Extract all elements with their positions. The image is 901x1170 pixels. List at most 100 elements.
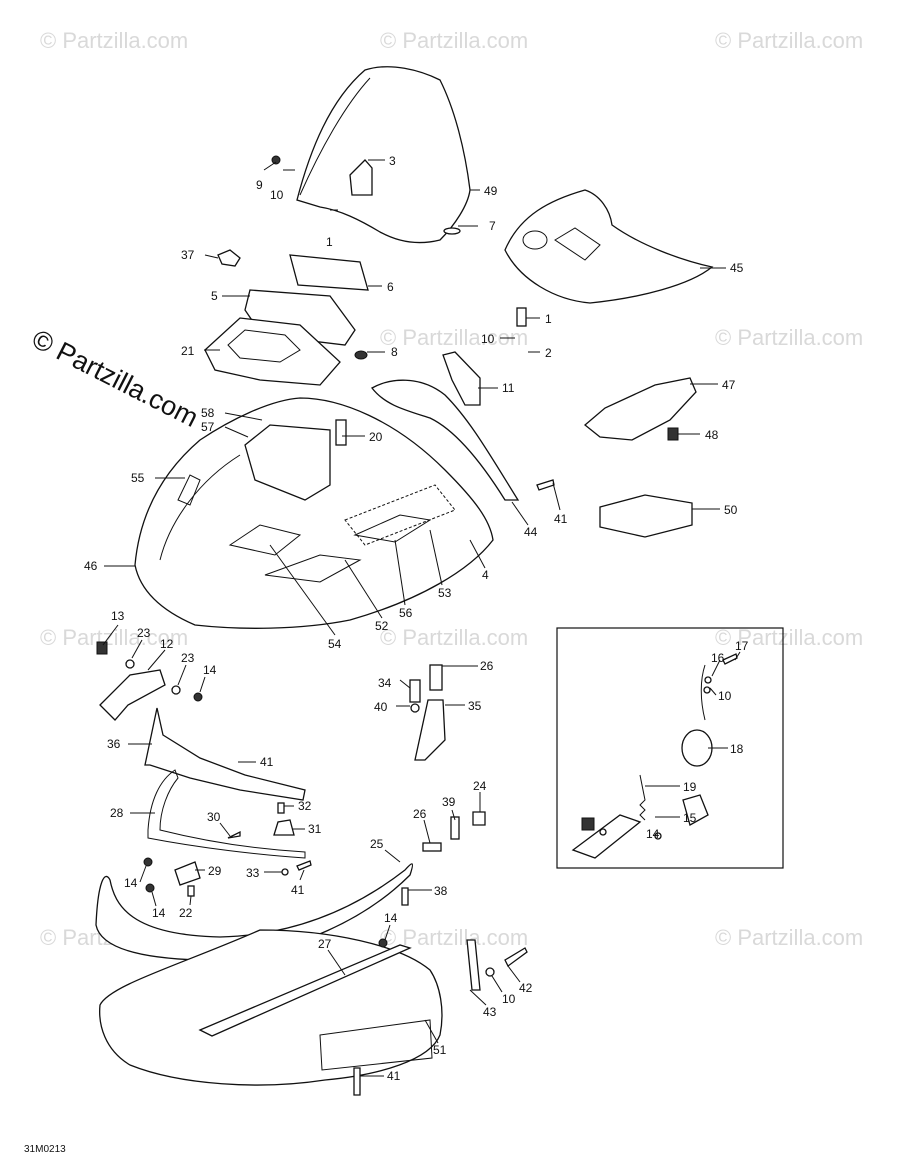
leader-lines	[102, 159, 741, 1077]
callout-1: 1	[326, 235, 333, 249]
callout-39: 39	[442, 795, 456, 809]
callout-28: 28	[110, 806, 124, 820]
callout-26: 26	[480, 659, 494, 673]
side-panel-45	[504, 189, 714, 304]
callout-54: 54	[328, 637, 342, 651]
callout-17: 17	[735, 639, 749, 653]
figure-code: 31M0213	[24, 1144, 66, 1155]
handle-part	[571, 814, 642, 859]
pad-50	[599, 494, 693, 538]
callout-46: 46	[84, 559, 98, 573]
callout-51: 51	[433, 1043, 447, 1057]
watermark: © Partzilla.com	[40, 625, 188, 650]
callout-33: 33	[246, 866, 260, 880]
callout-2: 2	[545, 346, 552, 360]
callout-34: 34	[378, 676, 392, 690]
callout-22: 22	[179, 906, 193, 920]
windshield-part	[296, 66, 471, 244]
support-28	[147, 769, 306, 859]
callout-4: 4	[482, 568, 489, 582]
callout-1: 1	[545, 312, 552, 326]
part-37	[217, 249, 241, 267]
callout-36: 36	[107, 737, 121, 751]
callout-20: 20	[369, 430, 383, 444]
watermark: © Partzilla.com	[715, 28, 863, 53]
callout-49: 49	[484, 184, 498, 198]
bracket-11	[442, 351, 481, 406]
callout-27: 27	[318, 937, 332, 951]
bracket-35	[414, 699, 446, 761]
part-31	[273, 819, 295, 836]
inset-drawings	[571, 653, 738, 859]
callout-3: 3	[389, 154, 396, 168]
callout-6: 6	[387, 280, 394, 294]
callout-38: 38	[434, 884, 448, 898]
callout-23: 23	[181, 651, 195, 665]
vent-52	[264, 554, 362, 583]
callout-41: 41	[554, 512, 568, 526]
callout-10: 10	[481, 332, 495, 346]
watermark: © Partzilla.com	[380, 625, 528, 650]
callout-16: 16	[711, 651, 725, 665]
side-rail-44	[371, 379, 520, 501]
callout-35: 35	[468, 699, 482, 713]
callout-14: 14	[384, 911, 398, 925]
bracket-12	[99, 669, 166, 721]
callout-37: 37	[181, 248, 195, 262]
callout-53: 53	[438, 586, 452, 600]
callout-57: 57	[201, 420, 215, 434]
vent-54	[228, 524, 302, 556]
pad-part	[289, 254, 369, 291]
callout-48: 48	[705, 428, 719, 442]
bracket-36	[144, 707, 306, 801]
callout-40: 40	[374, 700, 388, 714]
cable-grip-18	[681, 729, 713, 767]
callout-13: 13	[111, 609, 125, 623]
callout-29: 29	[208, 864, 222, 878]
vent-53	[344, 484, 456, 546]
callout-47: 47	[722, 378, 736, 392]
callout-10: 10	[718, 689, 732, 703]
watermark-main: © Partzilla.com	[27, 324, 203, 433]
callout-55: 55	[131, 471, 145, 485]
watermark: © Partzilla.com	[715, 325, 863, 350]
callout-labels: 3 9 10 49 7 1 37 6 5 21 8 45 1 10 2 11 4…	[84, 154, 749, 1083]
main-hood	[134, 397, 494, 629]
callout-8: 8	[391, 345, 398, 359]
callout-31: 31	[308, 822, 322, 836]
callout-52: 52	[375, 619, 389, 633]
console-frame	[204, 317, 341, 386]
callout-10: 10	[502, 992, 516, 1006]
callout-5: 5	[211, 289, 218, 303]
rail-27	[198, 944, 412, 1037]
callout-44: 44	[524, 525, 538, 539]
callout-19: 19	[683, 780, 697, 794]
callout-24: 24	[473, 779, 487, 793]
callout-43: 43	[483, 1005, 497, 1019]
watermark: © Partzilla.com	[715, 625, 863, 650]
part-drawings	[95, 66, 714, 1096]
callout-10: 10	[270, 188, 284, 202]
callout-14: 14	[124, 876, 138, 890]
inset-frame	[556, 627, 784, 869]
callout-11: 11	[502, 381, 515, 395]
callout-12: 12	[160, 637, 174, 651]
callout-41: 41	[260, 755, 274, 769]
clip-part	[349, 159, 373, 196]
cover-47	[583, 377, 697, 441]
callout-14: 14	[203, 663, 217, 677]
callout-25: 25	[370, 837, 384, 851]
callout-45: 45	[730, 261, 744, 275]
callout-21: 21	[181, 344, 195, 358]
callout-18: 18	[730, 742, 744, 756]
callout-7: 7	[489, 219, 496, 233]
callout-14: 14	[646, 827, 660, 841]
callout-41: 41	[387, 1069, 401, 1083]
callout-30: 30	[207, 810, 221, 824]
callout-32: 32	[298, 799, 312, 813]
callout-9: 9	[256, 178, 263, 192]
callout-50: 50	[724, 503, 738, 517]
callout-14: 14	[152, 906, 166, 920]
